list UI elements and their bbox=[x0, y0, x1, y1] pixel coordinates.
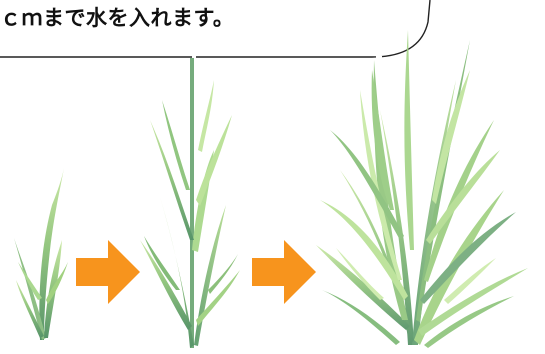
mature-plant bbox=[316, 30, 528, 348]
arrow-right-icon bbox=[252, 240, 316, 304]
seedling-plant bbox=[14, 168, 68, 340]
caption-text: ｃｍまで水を入れます。 bbox=[0, 6, 235, 30]
young-plant bbox=[140, 58, 240, 348]
callout-line bbox=[0, 0, 431, 58]
arrow-right-icon bbox=[76, 240, 140, 304]
